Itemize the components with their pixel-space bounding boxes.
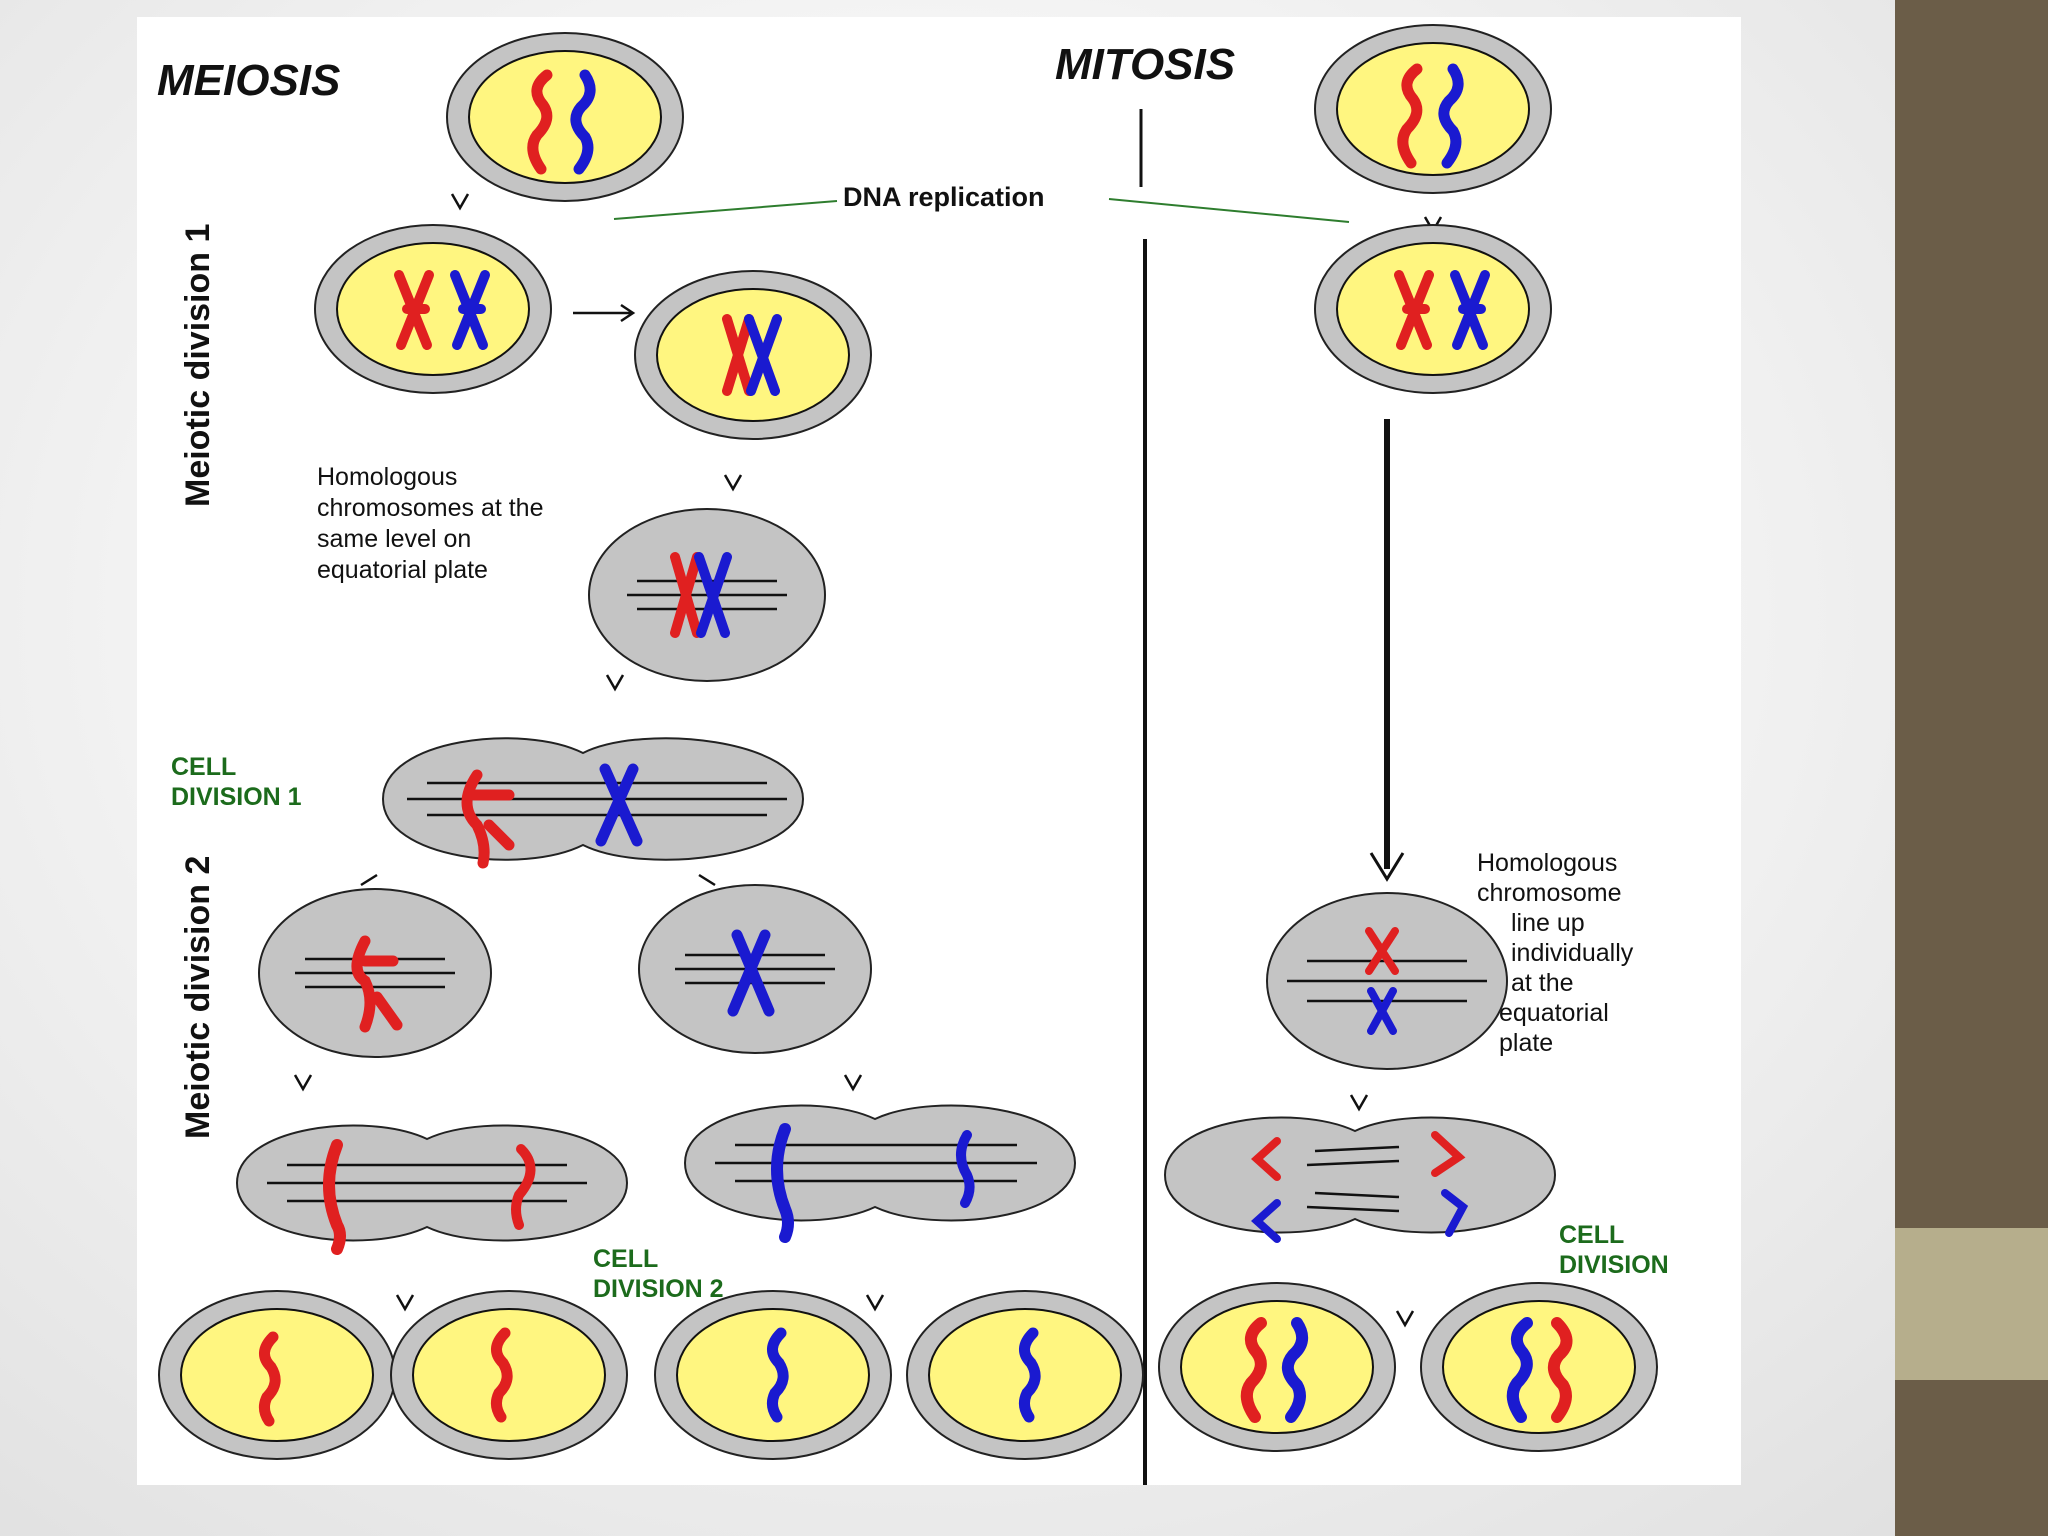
meiotic-division-2-label: Meiotic division 2 [179,856,217,1139]
cell-meiosis-metaphase-2-right [638,884,872,1054]
cell-meiosis-metaphase-1 [588,508,826,682]
mitosis-note-line-5: at the [1511,969,1574,997]
dna-replication-line-left [613,200,838,220]
cell-meiosis-anaphase-2-left [235,1124,629,1255]
homologous-note-line-2: chromosomes at the [317,494,544,522]
cell-mitosis-metaphase [1266,892,1508,1070]
cell-meiosis-paired [634,270,872,440]
sidebar-accent-block [1895,1228,2048,1380]
diagram-canvas: MEIOSIS MITOSIS DNA replication Meiotic … [157,24,1669,1485]
mitosis-note-line-3: line up [1511,909,1585,937]
dna-replication-label: DNA replication [843,182,1045,212]
daughter-cell-1 [158,1290,396,1460]
mitosis-title: MITOSIS [1055,40,1235,89]
cell-division-line-2: DIVISION [1559,1251,1669,1279]
arrow-mitosis-2 [1349,1094,1369,1112]
cell-mitosis-initial [1314,24,1552,194]
homologous-note-line-3: same level on [317,525,471,553]
arrow-right-down [843,1074,863,1092]
meiosis-title: MEIOSIS [157,56,340,105]
mitosis-note: Homologous chromosome line up individual… [1477,849,1640,1057]
cell-division-label: CELL DIVISION [1559,1221,1669,1279]
mitosis-note-line-2: chromosome [1477,879,1622,907]
cell-meiosis-anaphase-2-right [683,1104,1077,1243]
arrow-right-split [698,873,716,887]
cell-mitosis-replicated [1314,224,1552,394]
meiosis-mitosis-diagram: MEIOSIS MITOSIS DNA replication Meiotic … [137,17,1741,1485]
mitosis-long-arrow-head [1369,852,1405,882]
homologous-note-line-4: equatorial plate [317,556,488,584]
cell-division-2-line-2: DIVISION 2 [593,1275,724,1303]
cell-division-1-line-1: CELL [171,753,236,781]
mitosis-note-line-1: Homologous [1477,849,1617,877]
arrow-bottom-left [395,1294,415,1312]
homologous-note: Homologous chromosomes at the same level… [317,463,550,584]
homologous-note-line-1: Homologous [317,463,457,491]
arrow-meiosis-3 [605,674,625,692]
cell-meiosis-anaphase-1 [381,737,805,869]
cell-division-line-1: CELL [1559,1221,1624,1249]
cell-meiosis-initial [446,32,684,202]
cell-division-2-line-1: CELL [593,1245,658,1273]
arrow-bottom-right [865,1294,885,1312]
mitosis-note-line-4: individually [1511,939,1634,967]
cell-division-1-line-2: DIVISION 1 [171,783,302,811]
arrow-mitosis-3 [1395,1310,1415,1328]
daughter-cell-2 [390,1290,628,1460]
cell-division-2-label: CELL DIVISION 2 [593,1245,724,1303]
arrow-left-split [360,873,378,887]
cell-mitosis-anaphase [1163,1116,1557,1243]
mitosis-note-line-6: equatorial [1499,999,1609,1027]
daughter-cell-4 [906,1290,1144,1460]
dna-replication-line-right [1108,198,1350,223]
mitosis-daughter-cell-2 [1420,1282,1658,1452]
arrow-meiosis-2 [723,474,743,492]
small-arrows [293,193,1443,1328]
mitosis-note-line-7: plate [1499,1029,1553,1057]
daughter-cell-3 [654,1290,892,1460]
meiotic-division-1-label: Meiotic division 1 [179,224,217,507]
cell-meiosis-replicated [314,224,552,394]
mitosis-daughter-cell-1 [1158,1282,1396,1452]
arrow-pairing [573,303,636,323]
arrow-meiosis-1 [450,193,470,211]
cell-division-1-label: CELL DIVISION 1 [171,753,302,811]
cell-meiosis-metaphase-2-left [258,888,492,1058]
arrow-left-down [293,1074,313,1092]
